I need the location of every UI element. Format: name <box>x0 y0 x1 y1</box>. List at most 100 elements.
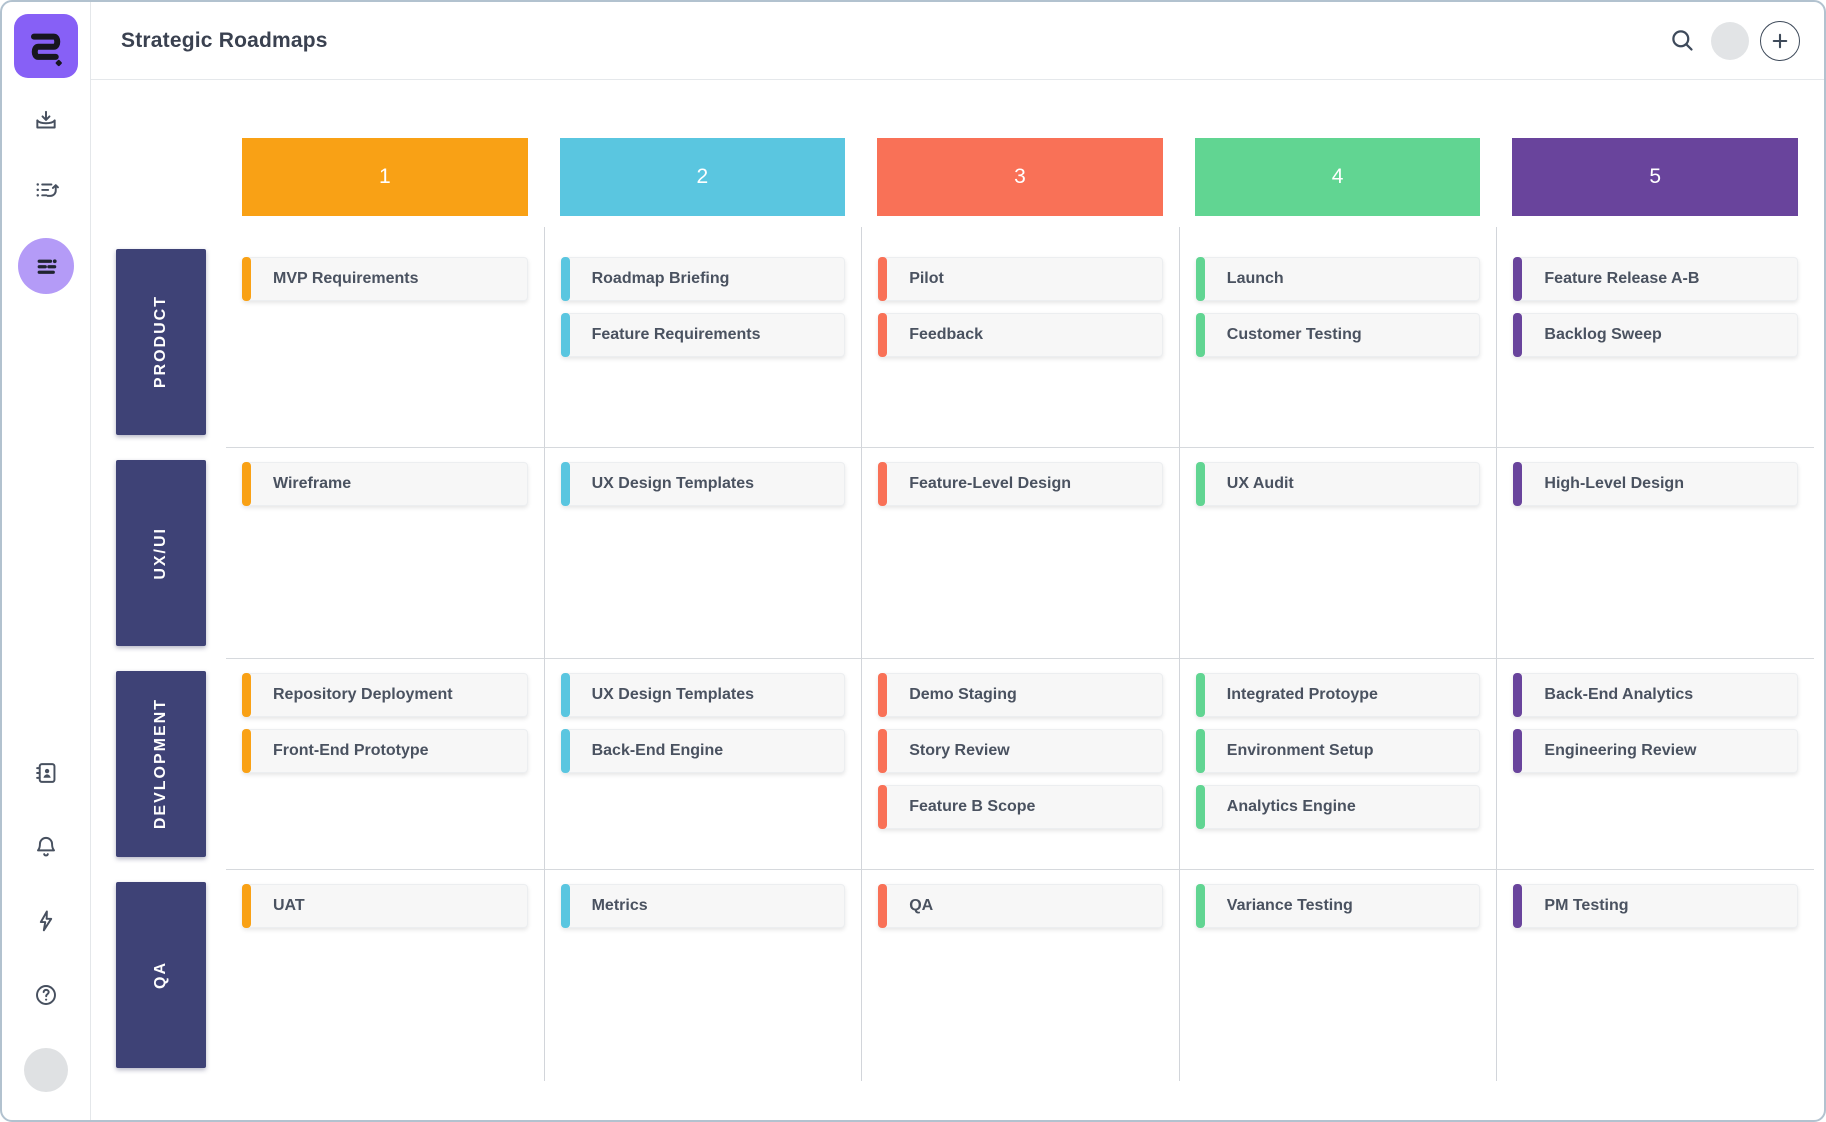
card-accent-bar <box>560 729 570 773</box>
row-label: QA <box>116 882 206 1068</box>
sidebar-item-help[interactable] <box>24 980 68 1010</box>
card-title: Wireframe <box>273 475 352 492</box>
app-logo[interactable] <box>14 14 78 78</box>
lane-label-cell: UX/UI <box>116 448 226 659</box>
board-cell: UX Audit <box>1178 448 1497 659</box>
sidebar-item-activity[interactable] <box>24 906 68 936</box>
roadmap-card[interactable]: Analytics Engine <box>1195 785 1481 829</box>
card-title: Pilot <box>909 270 944 287</box>
board-cell: PM Testing <box>1496 870 1814 1081</box>
roadmap-card[interactable]: QA <box>878 884 1163 928</box>
card-title: UX Design Templates <box>591 686 755 703</box>
card-accent-bar <box>1513 673 1523 717</box>
card-accent-bar <box>878 462 888 506</box>
roadmap-card[interactable]: Roadmap Briefing <box>560 257 846 301</box>
roadmap-card[interactable]: High-Level Design <box>1513 462 1798 506</box>
card-accent-bar <box>1195 673 1205 717</box>
winding-road-logo-icon <box>31 33 62 67</box>
column-number: 2 <box>696 165 709 188</box>
column-header-4[interactable]: 4 <box>1194 138 1481 216</box>
card-accent-bar <box>1195 729 1205 773</box>
roadmap-card[interactable]: Metrics <box>560 884 846 928</box>
card-title: UX Design Templates <box>591 475 755 492</box>
card-title: Front-End Prototype <box>273 742 429 759</box>
row-label-text: PRODUCT <box>152 295 169 389</box>
card-title: Feature Release A-B <box>1544 270 1700 287</box>
sidebar-item-contacts[interactable] <box>24 758 68 788</box>
card-accent-bar <box>878 313 888 357</box>
roadmap-card[interactable]: Customer Testing <box>1195 313 1481 357</box>
card-accent-bar <box>560 313 570 357</box>
card-accent-bar <box>242 257 251 301</box>
card-title: Backlog Sweep <box>1544 326 1662 343</box>
sidebar-item-roadmaps[interactable] <box>18 238 74 294</box>
roadmap-card[interactable]: PM Testing <box>1513 884 1798 928</box>
row-label: DEVLOPMENT <box>116 671 206 857</box>
roadmap-card[interactable]: Back-End Analytics <box>1513 673 1798 717</box>
roadmap-card[interactable]: Feature Release A-B <box>1513 257 1798 301</box>
roadmap-card[interactable]: Engineering Review <box>1513 729 1798 773</box>
roadmap-card[interactable]: Feature-Level Design <box>878 462 1163 506</box>
roadmap-card[interactable]: Launch <box>1195 257 1481 301</box>
board-cell: Feature Release A-B Backlog Sweep <box>1496 227 1814 448</box>
contacts-book-icon <box>36 763 56 783</box>
card-accent-bar <box>560 462 570 506</box>
add-button[interactable] <box>1760 20 1800 61</box>
roadmap-card[interactable]: Wireframe <box>242 462 528 506</box>
roadmap-card[interactable]: MVP Requirements <box>242 257 528 301</box>
roadmap-card[interactable]: UX Design Templates <box>560 673 846 717</box>
roadmap-card[interactable]: Feature Requirements <box>560 313 846 357</box>
roadmap-card[interactable]: UAT <box>242 884 528 928</box>
sidebar-item-import[interactable] <box>24 106 68 136</box>
column-number: 3 <box>1014 165 1026 188</box>
card-accent-bar <box>242 884 251 928</box>
card-title: Metrics <box>591 897 648 914</box>
card-title: Feature B Scope <box>909 798 1036 815</box>
column-header-3[interactable]: 3 <box>877 138 1163 216</box>
sidebar-user-avatar[interactable] <box>24 1048 68 1092</box>
roadmap-card[interactable]: UX Audit <box>1195 462 1481 506</box>
top-bar-actions <box>1665 20 1800 61</box>
card-title: Customer Testing <box>1226 326 1362 343</box>
card-accent-bar <box>1513 313 1523 357</box>
roadmap-card[interactable]: Back-End Engine <box>560 729 846 773</box>
row-label: UX/UI <box>116 460 206 646</box>
sidebar <box>2 2 91 1120</box>
card-accent-bar <box>1513 257 1523 301</box>
card-accent-bar <box>1195 884 1205 928</box>
card-accent-bar <box>1513 462 1523 506</box>
card-accent-bar <box>1195 785 1205 829</box>
card-title: Engineering Review <box>1544 742 1697 759</box>
roadmap-card[interactable]: UX Design Templates <box>560 462 846 506</box>
card-title: Integrated Protoype <box>1226 686 1378 703</box>
column-header-5[interactable]: 5 <box>1512 138 1798 216</box>
user-avatar[interactable] <box>1711 21 1749 60</box>
roadmap-card[interactable]: Demo Staging <box>878 673 1163 717</box>
card-title: Variance Testing <box>1226 897 1353 914</box>
roadmap-card[interactable]: Pilot <box>878 257 1163 301</box>
sidebar-item-notifications[interactable] <box>24 832 68 862</box>
roadmap-card[interactable]: Feature B Scope <box>878 785 1163 829</box>
sidebar-item-backlog[interactable] <box>24 176 68 206</box>
column-header-2[interactable]: 2 <box>559 138 846 216</box>
card-accent-bar <box>242 462 251 506</box>
roadmap-card[interactable]: Story Review <box>878 729 1163 773</box>
card-title: Feature Requirements <box>591 326 761 343</box>
card-accent-bar <box>560 884 570 928</box>
column-header-1[interactable]: 1 <box>242 138 528 216</box>
lane-label-cell: PRODUCT <box>116 227 226 448</box>
card-accent-bar <box>560 673 570 717</box>
roadmap-card[interactable]: Repository Deployment <box>242 673 528 717</box>
roadmap-card[interactable]: Backlog Sweep <box>1513 313 1798 357</box>
roadmap-card[interactable]: Feedback <box>878 313 1163 357</box>
roadmap-card[interactable]: Variance Testing <box>1195 884 1481 928</box>
column-header-spacer <box>116 138 226 227</box>
roadmap-card[interactable]: Environment Setup <box>1195 729 1481 773</box>
roadmap-card[interactable]: Integrated Protoype <box>1195 673 1481 717</box>
roadmap-card[interactable]: Front-End Prototype <box>242 729 528 773</box>
search-button[interactable] <box>1665 23 1700 58</box>
card-accent-bar <box>1513 729 1523 773</box>
column-number: 5 <box>1649 165 1662 188</box>
